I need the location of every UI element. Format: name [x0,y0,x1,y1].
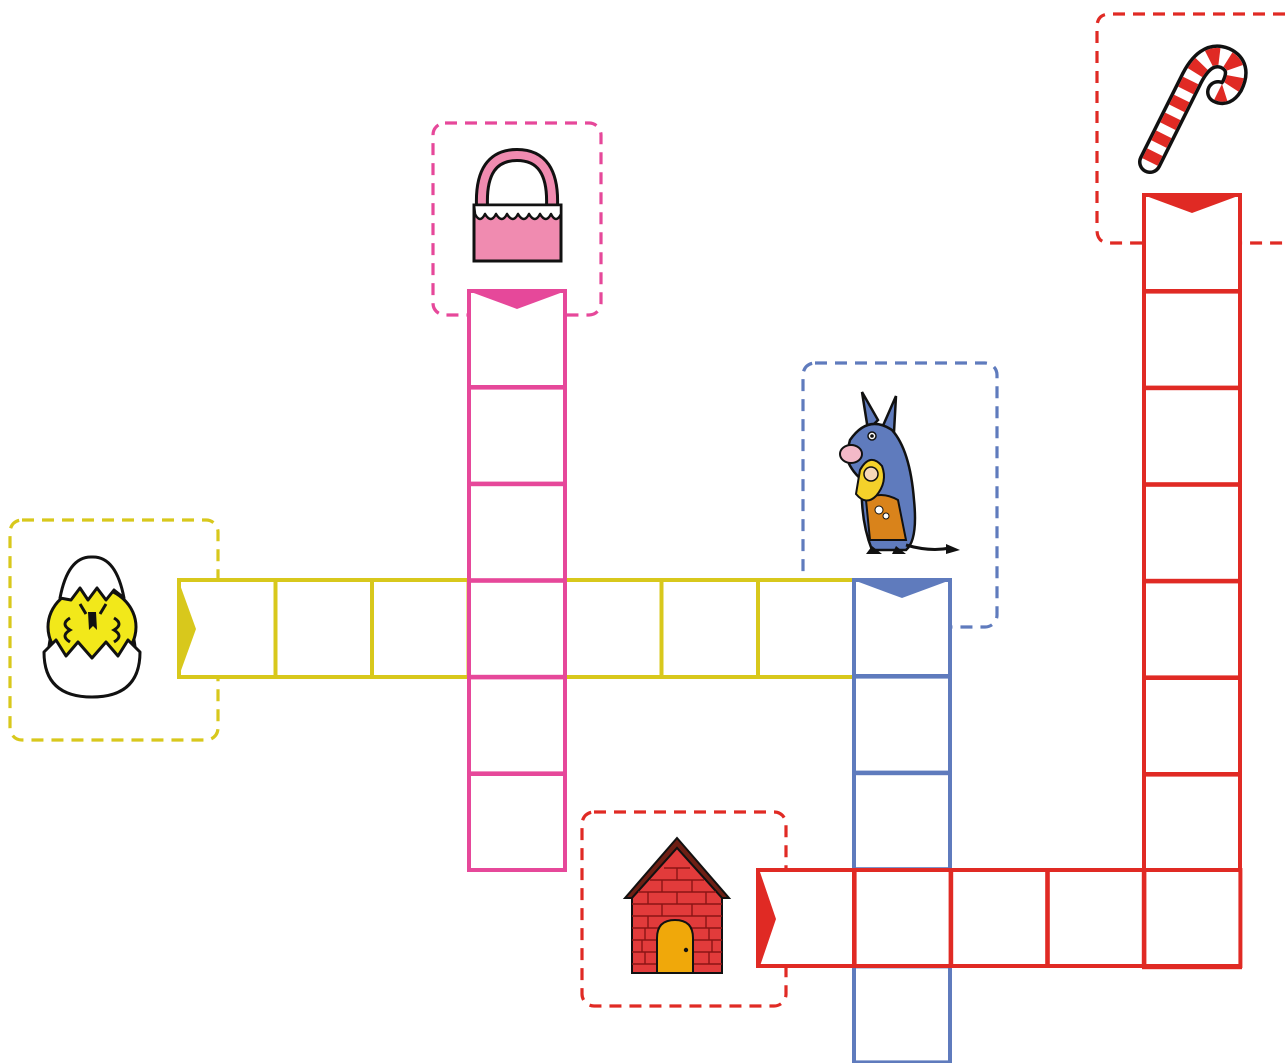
start-marker-yellow [179,582,196,676]
start-marker-red-down [1146,196,1238,213]
cell-red-across-4[interactable] [1045,868,1146,968]
cell-yellow-7[interactable] [756,578,857,679]
cell-yellow-2[interactable] [273,578,375,679]
cell-pink-6[interactable] [467,772,567,872]
word-blue-down [852,578,952,1063]
candy-cane-icon [1138,44,1248,174]
cell-red-down-3[interactable] [1142,386,1242,487]
cell-red-down-4[interactable] [1142,482,1242,583]
word-red-down [1142,193,1242,970]
hatching-chick-icon [42,555,142,699]
cell-yellow-5[interactable] [563,578,664,679]
start-marker-pink [471,292,563,309]
start-marker-red-across [760,872,776,966]
cell-red-across-5[interactable] [1142,868,1243,968]
clue-frame-candy-cane [1095,12,1285,245]
word-red-across [756,868,1243,968]
cell-red-across-2[interactable] [852,868,953,968]
cell-red-down-5[interactable] [1142,579,1242,680]
cell-pink-3[interactable] [467,482,567,583]
cell-red-across-1[interactable] [756,868,856,968]
cell-red-down-2[interactable] [1142,289,1242,390]
donkey-with-girl-icon [839,391,960,554]
cell-blue-3[interactable] [852,771,952,872]
cell-yellow-3[interactable] [370,578,471,679]
cell-red-down-6[interactable] [1142,676,1242,776]
clue-frame-donkey [801,361,999,629]
cell-red-down-7[interactable] [1142,772,1242,873]
cell-pink-4[interactable] [467,578,567,679]
start-marker-blue [856,581,948,598]
pink-handbag-icon [472,147,563,263]
cell-pink-5[interactable] [467,675,567,776]
brick-house-icon [622,836,732,974]
cell-blue-5[interactable] [852,964,952,1063]
word-pink-down [467,289,567,872]
cell-red-across-3[interactable] [949,868,1050,968]
cell-blue-2[interactable] [852,674,952,775]
cell-pink-2[interactable] [467,385,567,486]
cell-yellow-6[interactable] [659,578,761,679]
